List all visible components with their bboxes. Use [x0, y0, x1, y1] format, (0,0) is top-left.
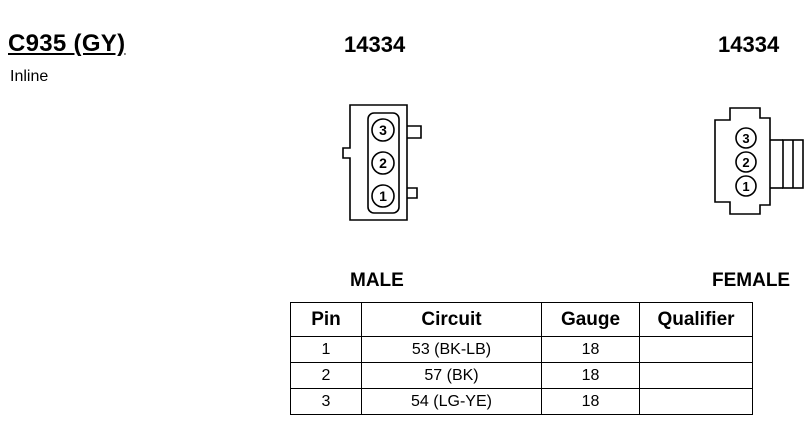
- cell-circuit: 54 (LG-YE): [361, 388, 542, 415]
- male-pin-3-label: 3: [379, 122, 387, 138]
- female-label: FEMALE: [712, 270, 791, 291]
- male-connector-body: [342, 104, 408, 221]
- header-circuit: Circuit: [361, 302, 542, 337]
- cell-pin: 3: [290, 388, 362, 415]
- table-row: 3 54 (LG-YE) 18: [290, 388, 753, 415]
- female-pin-1-label: 1: [742, 179, 749, 194]
- cell-qualifier: [639, 388, 753, 415]
- male-pin-2: 2: [371, 151, 395, 175]
- cell-gauge: 18: [541, 336, 640, 363]
- header-pin: Pin: [290, 302, 362, 337]
- connector-location: Inline: [10, 68, 49, 85]
- male-label: MALE: [350, 270, 404, 291]
- table-row: 1 53 (BK-LB) 18: [290, 336, 753, 363]
- cell-gauge: 18: [541, 388, 640, 415]
- cell-gauge: 18: [541, 362, 640, 389]
- male-pin-2-label: 2: [379, 155, 387, 171]
- cell-pin: 1: [290, 336, 362, 363]
- male-pin-cavity: [367, 112, 400, 214]
- female-connector-diagram: 3 2 1: [714, 107, 804, 215]
- male-pin-3: 3: [371, 118, 395, 142]
- male-pin-1-label: 1: [379, 188, 387, 204]
- male-lower-tab: [407, 187, 418, 199]
- header-gauge: Gauge: [541, 302, 640, 337]
- female-pin-2-label: 2: [742, 155, 749, 170]
- female-pin-1: 1: [735, 175, 757, 197]
- pinout-table: Pin Circuit Gauge Qualifier 1 53 (BK-LB)…: [290, 302, 753, 415]
- male-upper-tab: [407, 125, 422, 139]
- cell-circuit: 57 (BK): [361, 362, 542, 389]
- female-pin-3-label: 3: [742, 131, 749, 146]
- female-connector-body: [714, 107, 771, 215]
- male-pin-1: 1: [371, 184, 395, 208]
- connector-title: C935 (GY): [8, 30, 126, 57]
- table-row: 2 57 (BK) 18: [290, 362, 753, 389]
- male-part-number: 14334: [344, 32, 406, 57]
- cell-qualifier: [639, 336, 753, 363]
- cell-pin: 2: [290, 362, 362, 389]
- female-pin-2: 2: [735, 151, 757, 173]
- female-part-number: 14334: [718, 32, 780, 57]
- cell-qualifier: [639, 362, 753, 389]
- header-qualifier: Qualifier: [639, 302, 753, 337]
- male-connector-diagram: 3 2 1: [342, 104, 422, 221]
- cell-circuit: 53 (BK-LB): [361, 336, 542, 363]
- pinout-header-row: Pin Circuit Gauge Qualifier: [290, 302, 753, 337]
- female-pin-3: 3: [735, 127, 757, 149]
